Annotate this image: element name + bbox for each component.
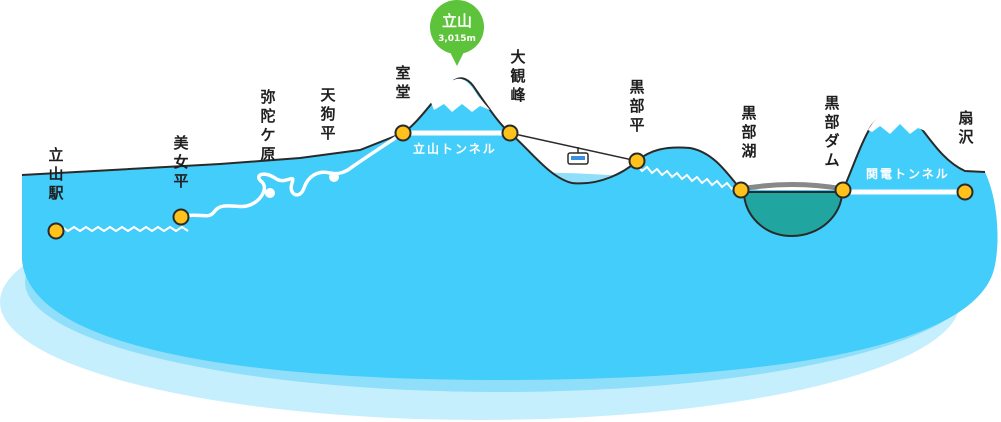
station-labels: 立山駅 美女平 弥陀ケ原 天狗平 室堂 大観峰黒部平 黒部湖 黒部ダム 扇沢 bbox=[47, 48, 974, 202]
tengudaira-waypoint-icon bbox=[329, 172, 339, 182]
bijodaira-label: 美女平 bbox=[173, 134, 189, 190]
daikanbo-label: 大観峰 bbox=[510, 48, 526, 104]
kurobe-dam-label: 黒部ダム bbox=[824, 94, 839, 169]
murodo-station-dot-icon[interactable] bbox=[394, 124, 412, 142]
tateyama-tunnel-label: 立山トンネル bbox=[413, 141, 497, 156]
kurobedaira-station-dot-icon[interactable] bbox=[628, 152, 646, 170]
harinoki-snowcap bbox=[868, 107, 928, 134]
ropeway-gondola-icon bbox=[567, 147, 589, 165]
ogizawa-label: 扇沢 bbox=[958, 109, 974, 146]
ropeway-zigzag-line bbox=[636, 164, 738, 191]
kurobe-lake-label: 黒部湖 bbox=[741, 104, 756, 160]
kurobe-dam-wall bbox=[740, 182, 844, 192]
daikanbo-station-dot-icon[interactable] bbox=[501, 124, 519, 142]
kanden-tunnel-label: 関電トンネル bbox=[866, 167, 950, 181]
kurobe-lake-water bbox=[742, 191, 844, 238]
tengudaira-label: 天狗平 bbox=[320, 86, 336, 142]
highland-bus-road bbox=[179, 131, 405, 219]
bijodaira-station-dot-icon[interactable] bbox=[172, 208, 190, 226]
peak-bubble bbox=[430, 0, 484, 54]
peak-bubble-pointer bbox=[449, 50, 465, 66]
tateyama-station-label: 立山駅 bbox=[47, 146, 64, 202]
ropeway-cable bbox=[509, 132, 638, 162]
tateyama-station-station-dot-icon[interactable] bbox=[47, 222, 65, 240]
tateyama-snowcap bbox=[430, 78, 490, 112]
midagahara-waypoint-icon bbox=[265, 188, 275, 198]
kurobedaira-label: 黒部平 bbox=[629, 78, 644, 134]
station-dots bbox=[47, 124, 974, 240]
kurobe-dam-station-dot-icon[interactable] bbox=[834, 181, 852, 199]
murodo-label: 室堂 bbox=[395, 64, 410, 101]
mountain-landscape bbox=[22, 78, 998, 380]
ogizawa-station-dot-icon[interactable] bbox=[956, 183, 974, 201]
midagahara-label: 弥陀ケ原 bbox=[260, 88, 275, 163]
kurobe-lake-station-dot-icon[interactable] bbox=[732, 181, 750, 199]
peak-height: 3,015m bbox=[438, 34, 476, 44]
peak-marker: 立山 3,015m bbox=[430, 0, 484, 66]
cable-car-line bbox=[55, 225, 189, 233]
peak-name: 立山 bbox=[442, 12, 472, 30]
